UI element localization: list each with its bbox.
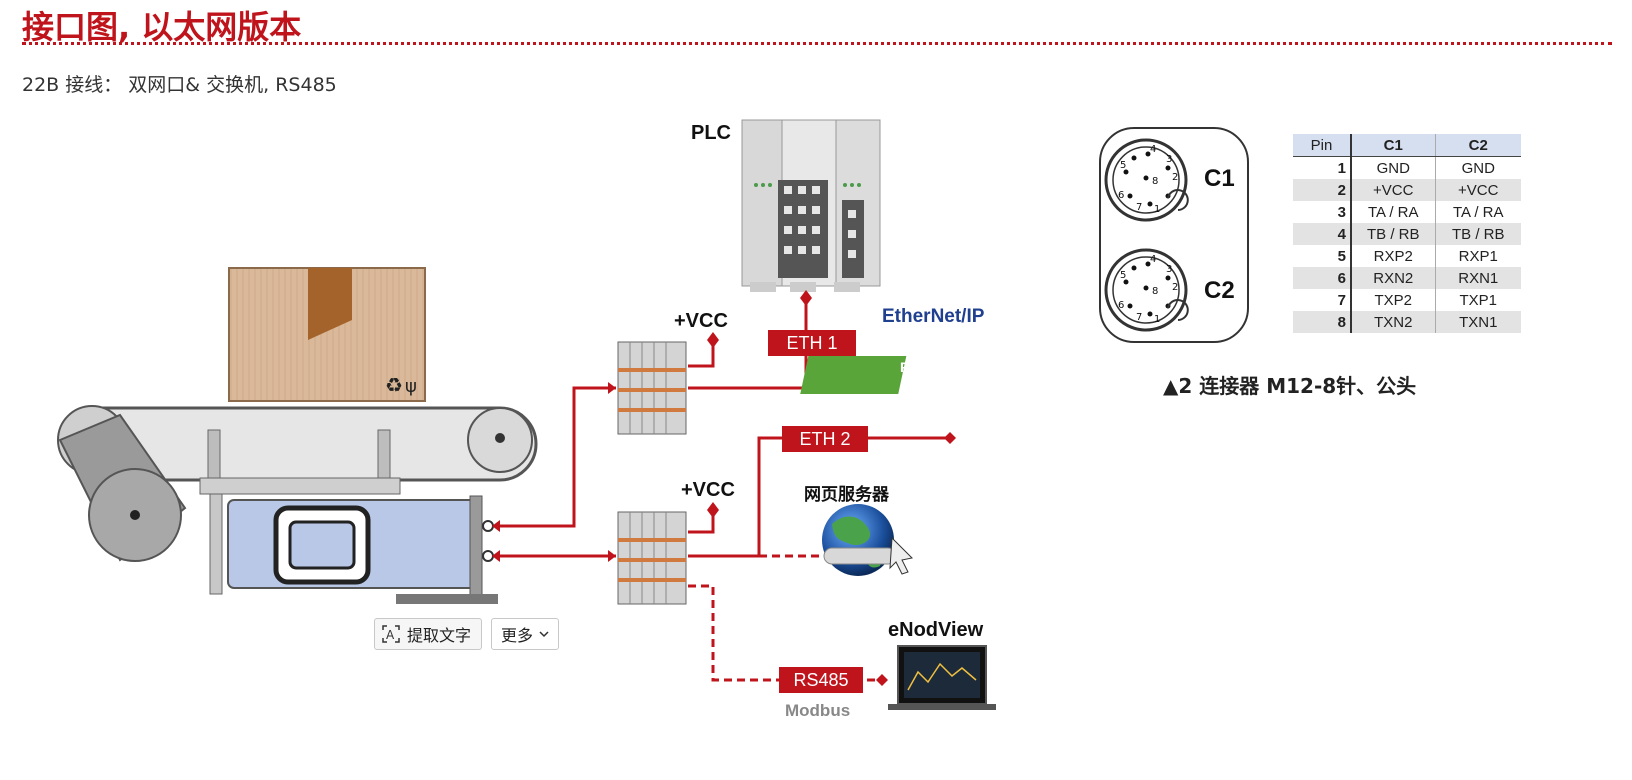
more-button[interactable]: 更多 [491,618,559,650]
c2-pin-7: 7 [1136,312,1142,323]
c2-label: C2 [1204,277,1235,304]
enodview-label: eNodView [888,619,984,641]
title-divider [22,42,1612,45]
c2-pin-4: 4 [1150,254,1156,265]
extract-text-label: 提取文字 [407,626,472,645]
pin-c2: RXP1 [1458,247,1498,265]
pin-c2: TA / RA [1452,203,1504,221]
pin-c2: RXN1 [1435,267,1521,289]
pin-number: 5 [1293,245,1352,267]
globe-icon [822,504,914,576]
connector-c2 [1104,248,1189,332]
c1-pin-6: 6 [1118,190,1124,201]
profinet-logo-text: PROFINET [900,359,1003,375]
pin-number: 6 [1293,267,1352,289]
c1-pin-1: 1 [1154,204,1160,215]
connector-caption: ▲2 连接器 M12-8针、公头 [1163,374,1417,398]
vcc-label-1: +VCC [674,310,728,332]
terminal-block-2 [617,511,687,605]
ethernetip-logo: EtherNet/IP [882,306,985,327]
pin-table-header-c1: C1 [1351,134,1436,157]
page-subtitle: 22B 接线： 双网口& 交换机, RS485 [22,74,337,96]
c1-pin-4: 4 [1150,144,1156,155]
table-row: 2+VCC+VCC [1293,179,1521,201]
c1-pin-5: 5 [1120,160,1126,171]
pin-c1: TB / RB [1351,223,1436,245]
svg-text:A: A [386,628,395,642]
chevron-down-icon [539,631,549,638]
eth2-tag: ETH 2 [782,426,868,452]
profinet-logo: PROFINET [800,356,1003,394]
text-recognition-icon: A [382,625,400,643]
pin-c1: +VCC [1351,179,1436,201]
pin-c2: GND [1461,159,1495,177]
c2-pin-8: 8 [1152,286,1158,297]
pin-c2: TB / RB [1435,223,1521,245]
pin-c1: GND [1351,156,1436,179]
pin-number: 1 [1293,156,1352,179]
pin-number: 3 [1293,201,1352,223]
pin-number: 4 [1293,223,1352,245]
c1-label: C1 [1204,165,1235,192]
c2-pin-6: 6 [1118,300,1124,311]
terminal-block-1 [617,341,687,435]
pin-number: 2 [1293,179,1352,201]
modbus-label: Modbus [785,701,851,720]
pin-table-header-pin: Pin [1293,134,1352,157]
svg-text:ψ: ψ [405,376,417,397]
c1-pin-2: 2 [1172,172,1178,183]
plc-illustration [741,119,881,292]
svg-text:♻: ♻ [385,373,403,397]
pin-c1: TXN2 [1351,311,1436,333]
page-title: 接口图, 以太网版本 [22,8,302,46]
vcc-label-2: +VCC [681,479,735,501]
pin-c2: TXP1 [1459,291,1497,309]
eth1-tag: ETH 1 [768,330,856,356]
pin-c2: +VCC [1435,179,1521,201]
pin-c1: RXN2 [1351,267,1436,289]
conveyor-belt-illustration: ♻ ψ [57,267,538,604]
c2-pin-1: 1 [1154,314,1160,325]
laptop-illustration [888,645,996,710]
pin-number: 8 [1293,311,1352,333]
pin-c1: TA / RA [1351,201,1436,223]
pin-c2: TXN1 [1435,311,1521,333]
webserver-label: 网页服务器 [804,485,889,505]
connector-c1 [1104,138,1189,222]
rs485-tag: RS485 [779,667,863,693]
pin-c1: TXP2 [1351,289,1436,311]
c2-pin-2: 2 [1172,282,1178,293]
c2-pin-5: 5 [1120,270,1126,281]
c1-pin-7: 7 [1136,202,1142,213]
pin-number: 7 [1293,289,1352,311]
pin-table-header: Pin C1 C2 [1293,134,1521,157]
pin-table-header-c2: C2 [1435,134,1521,157]
c1-pin-8: 8 [1152,176,1158,187]
m12-connector-illustration: 4 2 1 7 6 5 8 3 4 2 1 7 6 5 8 3 C1 C2 [1099,127,1249,343]
c1-pin-3: 3 [1166,154,1172,165]
extract-text-button[interactable]: A 提取文字 [374,618,482,650]
c2-pin-3: 3 [1166,264,1172,275]
pin-c1: RXP2 [1351,245,1436,267]
more-label: 更多 [500,626,533,645]
plc-label: PLC [691,122,731,144]
